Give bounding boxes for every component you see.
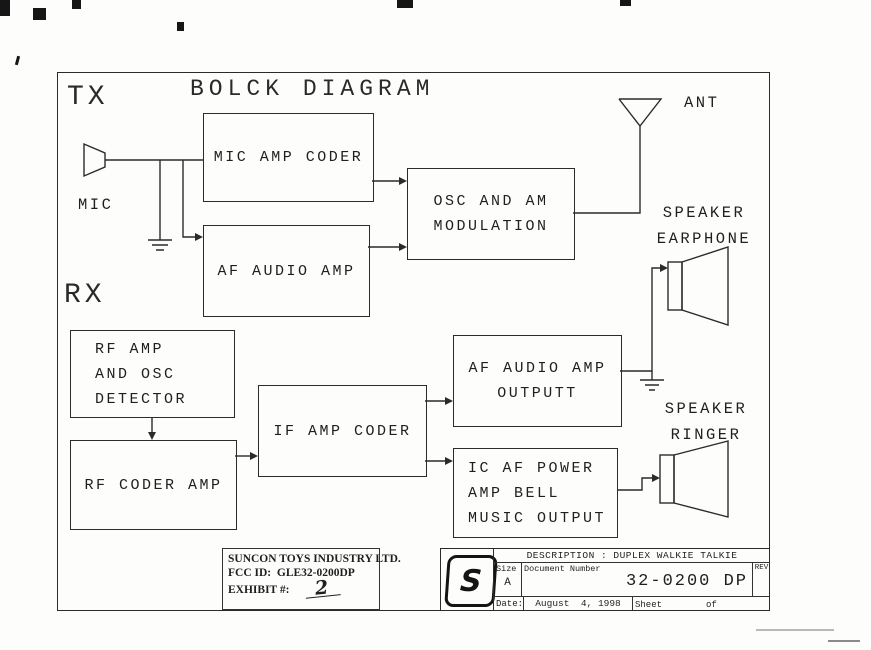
description-row: DESCRIPTION : DUPLEX WALKIE TALKIE — [494, 549, 770, 563]
speaker-ringer-line2: RINGER — [670, 426, 742, 444]
ant-label: ANT — [684, 94, 720, 112]
exhibit-label: EXHIBIT #: — [228, 584, 290, 596]
exhibit-number-handwritten: 2 — [304, 576, 342, 600]
title-block: S DESCRIPTION : DUPLEX WALKIE TALKIE Siz… — [440, 548, 770, 610]
date-label: Date: — [496, 597, 524, 610]
scan-artifact — [177, 22, 184, 31]
sheet-area: Sheet of — [633, 597, 770, 610]
block-label: MUSIC OUTPUT — [468, 509, 607, 527]
speaker-earphone-line2: EARPHONE — [656, 230, 752, 248]
rev-label: REV — [754, 564, 769, 572]
block-label: AF AUDIO AMP — [217, 262, 356, 280]
scan-artifact — [756, 629, 834, 631]
speaker-earphone-line1: SPEAKER — [662, 204, 746, 222]
company-name: SUNCON TOYS INDUSTRY LTD. — [228, 553, 401, 565]
title-block-table: DESCRIPTION : DUPLEX WALKIE TALKIE Size … — [493, 549, 770, 610]
block-rf-coder-amp: RF CODER AMP — [70, 440, 237, 530]
size-label: Size — [496, 564, 517, 574]
suncon-logo-icon: S — [444, 555, 498, 607]
block-label: AND OSC — [95, 365, 176, 383]
block-label: AF AUDIO AMP — [468, 360, 607, 377]
block-label: MODULATION — [433, 218, 549, 235]
block-label: OUTPUTT — [497, 385, 578, 402]
block-label: RF AMP — [95, 340, 165, 358]
block-label: RF CODER AMP — [84, 476, 223, 494]
document-number-label: Document Number — [524, 564, 601, 574]
document-number-cell: Document Number 32-0200 DP — [522, 563, 753, 596]
mic-label: MIC — [78, 196, 114, 214]
speaker-ringer-line1: SPEAKER — [664, 400, 748, 418]
block-af-audio-amp: AF AUDIO AMP — [203, 225, 370, 317]
sheet-label: Sheet — [635, 600, 663, 610]
document-number-value: 32-0200 DP — [625, 572, 748, 591]
speaker-earphone-label: SPEAKER EARPHONE — [650, 200, 758, 252]
size-value: A — [504, 577, 511, 589]
block-osc-am-modulation: OSC AND AM MODULATION — [407, 168, 575, 260]
fcc-id: FCC ID: GLE32-0200DP — [228, 567, 355, 579]
speaker-ringer-label: SPEAKER RINGER — [654, 396, 758, 448]
rx-section-label: RX — [64, 280, 106, 311]
scan-artifact — [14, 55, 21, 66]
block-label: IF AMP CODER — [273, 422, 412, 440]
company-info-block: SUNCON TOYS INDUSTRY LTD. FCC ID: GLE32-… — [222, 548, 401, 610]
block-label: MIC AMP CODER — [213, 149, 364, 166]
date-value: August 4, 1998 — [524, 597, 633, 610]
scan-artifact — [620, 0, 631, 6]
block-rf-amp-osc-detector: RF AMP AND OSC DETECTOR — [70, 330, 235, 418]
block-label: DETECTOR — [95, 390, 188, 408]
diagram-title: BOLCK DIAGRAM — [190, 76, 435, 102]
scan-artifact — [397, 0, 413, 8]
scan-artifact — [828, 640, 860, 642]
document-row: Size A Document Number 32-0200 DP REV — [494, 563, 770, 597]
tx-section-label: TX — [67, 82, 109, 113]
block-label: AMP BELL — [468, 484, 561, 502]
block-label: IC AF POWER — [468, 459, 595, 477]
scan-artifact — [0, 0, 10, 16]
size-cell: Size A — [494, 563, 522, 596]
block-mic-amp-coder: MIC AMP CODER — [203, 113, 374, 202]
block-label: OSC AND AM — [433, 193, 549, 210]
block-if-amp-coder: IF AMP CODER — [258, 385, 427, 477]
date-row: Date: August 4, 1998 Sheet of — [494, 597, 770, 610]
of-label: of — [706, 600, 717, 610]
block-ic-af-power-amp: IC AF POWER AMP BELL MUSIC OUTPUT — [453, 448, 618, 538]
block-af-audio-amp-output: AF AUDIO AMP OUTPUTT — [453, 335, 622, 427]
scan-artifact — [72, 0, 81, 9]
drawing-border — [57, 72, 770, 611]
scan-artifact — [33, 8, 46, 20]
